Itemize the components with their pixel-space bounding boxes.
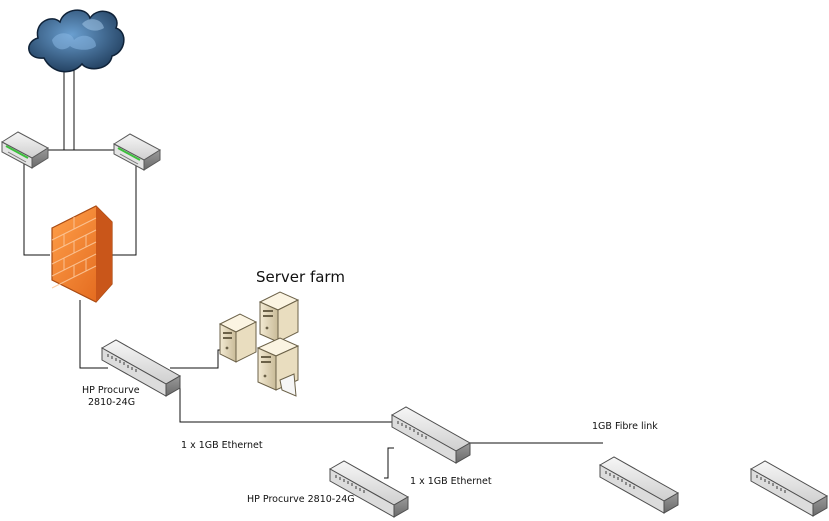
firewall-to-switch [79,300,108,369]
router-icon [113,133,161,171]
link-ethernet-label-2: 1 x 1GB Ethernet [410,476,492,487]
switch-top-label-line2: 2810-24G [88,397,136,408]
cloud-icon [28,9,125,73]
core-to-bottom-ethernet [384,447,394,479]
switch-bottom-label: HP Procurve 2810-24G [247,494,355,505]
switch-to-serverfarm [170,349,226,369]
connection-lines [23,70,603,479]
switch-icon [328,460,410,518]
switch-to-core-ethernet [179,385,398,423]
switch-icon [749,460,829,517]
server-icon [256,337,300,397]
link-ethernet-label-1: 1 x 1GB Ethernet [181,440,263,451]
switch-top-label-line1: HP Procurve [82,385,140,396]
server-farm-label: Server farm [256,268,345,286]
router-icon [1,131,49,169]
server-icon [258,291,300,343]
switch-icon [390,406,472,464]
switch-icon [100,339,182,397]
firewall-icon [51,205,113,303]
link-fibre-label: 1GB Fibre link [592,421,658,432]
switch-icon [598,456,680,514]
router-a-to-firewall [23,160,50,256]
server-icon [218,313,258,363]
router-b-to-firewall [112,162,137,256]
